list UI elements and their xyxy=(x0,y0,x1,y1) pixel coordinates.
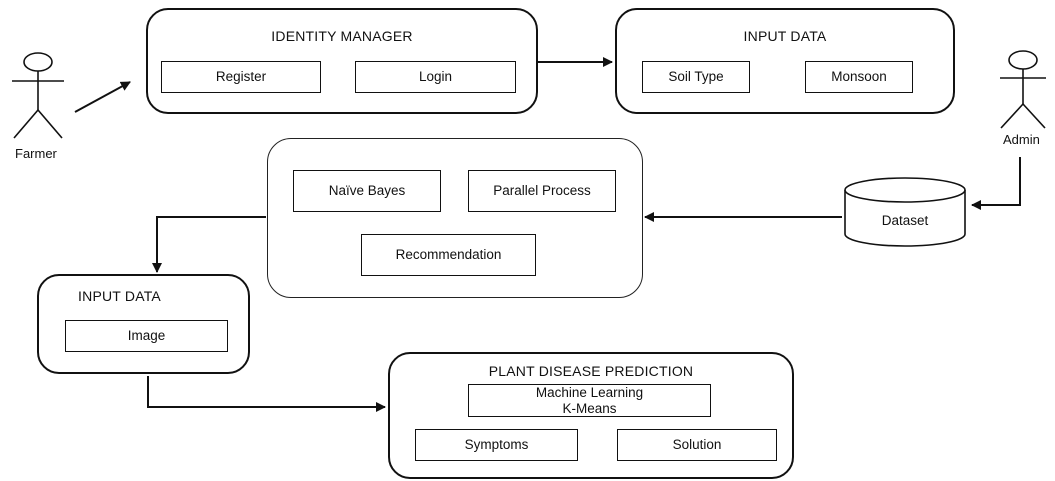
symptoms-box[interactable]: Symptoms xyxy=(415,429,578,461)
ml-kmeans-line2: K-Means xyxy=(562,400,617,416)
input-data-left-title: INPUT DATA xyxy=(78,288,161,304)
arrow-farmer-to-identity xyxy=(74,81,131,113)
register-box[interactable]: Register xyxy=(161,61,321,93)
parallel-process-box[interactable]: Parallel Process xyxy=(468,170,616,212)
arrow-processing-to-input xyxy=(152,216,266,273)
solution-box[interactable]: Solution xyxy=(617,429,777,461)
ml-kmeans-box[interactable]: Machine Learning K-Means xyxy=(468,384,711,417)
farmer-actor-icon xyxy=(12,52,64,139)
dataset-label: Dataset xyxy=(881,213,929,228)
plant-disease-prediction-title: PLANT DISEASE PREDICTION xyxy=(488,363,694,379)
ml-kmeans-line1: Machine Learning xyxy=(535,384,644,400)
arrow-input-to-prediction xyxy=(147,376,386,412)
input-data-top-title: INPUT DATA xyxy=(743,28,827,44)
identity-manager-title: IDENTITY MANAGER xyxy=(271,28,413,44)
naive-bayes-box[interactable]: Naïve Bayes xyxy=(293,170,441,212)
admin-actor-icon xyxy=(1000,50,1046,129)
dataset-cylinder-icon xyxy=(844,177,966,247)
image-box[interactable]: Image xyxy=(65,320,228,352)
recommendation-box[interactable]: Recommendation xyxy=(361,234,536,276)
login-box[interactable]: Login xyxy=(355,61,516,93)
soil-type-box[interactable]: Soil Type xyxy=(642,61,750,93)
admin-label: Admin xyxy=(1003,132,1040,147)
monsoon-box[interactable]: Monsoon xyxy=(805,61,913,93)
arrow-admin-to-dataset xyxy=(971,157,1021,210)
identity-manager-group: IDENTITY MANAGER xyxy=(146,8,538,114)
farmer-label: Farmer xyxy=(15,146,57,161)
